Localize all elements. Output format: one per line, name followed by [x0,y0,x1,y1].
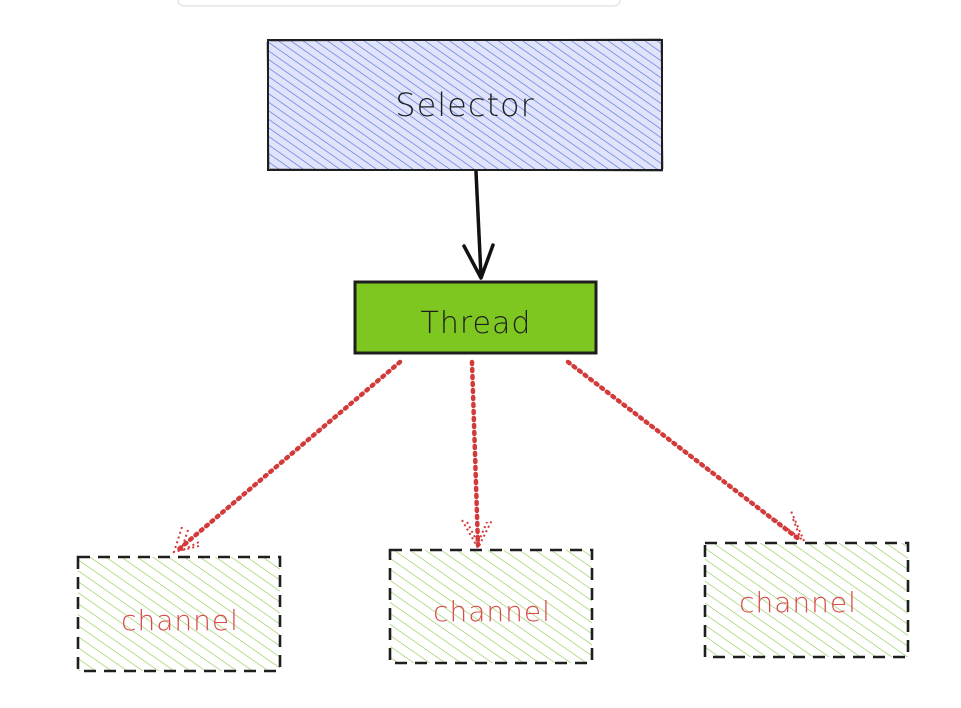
edge-thread-channel-2 [461,359,493,551]
channel-label-3: channel [739,586,857,619]
channel-label-1: channel [121,604,239,637]
selector-node[interactable]: Selector [266,38,664,172]
channel-node-2[interactable]: channel [388,548,594,665]
channel-node-1[interactable]: channel [76,555,282,673]
selector-label: Selector [395,86,534,124]
channel-label-2: channel [433,595,551,628]
thread-label: Thread [421,306,532,341]
top-card-edge [177,0,621,7]
edge-thread-channel-3 [565,359,807,545]
edge-thread-channel-1 [172,359,403,554]
channel-node-3[interactable]: channel [703,541,910,659]
edge-selector-thread [462,170,495,280]
thread-node[interactable]: Thread [353,280,598,355]
